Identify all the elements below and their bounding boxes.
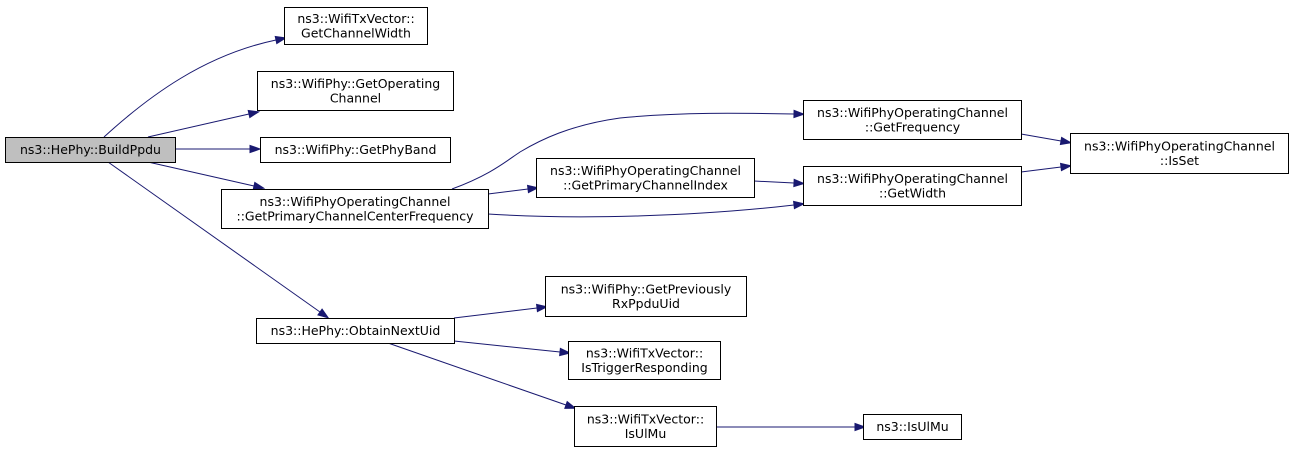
node-label-line: RxPpduUid <box>612 296 680 311</box>
node-box <box>545 276 747 317</box>
node-label-line: ::GetWidth <box>879 185 946 200</box>
node-box <box>5 137 176 163</box>
node-box <box>574 406 717 447</box>
node-label-line: ::IsSet <box>1160 153 1199 168</box>
arrowhead <box>1059 136 1073 146</box>
node-box <box>284 7 428 45</box>
node-label-line: ns3::WifiPhy::GetOperating <box>271 76 440 91</box>
node-label-line: ns3::WifiPhyOperatingChannel <box>550 163 741 178</box>
arrowhead <box>559 347 572 357</box>
node-get-primary-center-freq[interactable]: ns3::WifiPhyOperatingChannel::GetPrimary… <box>221 189 489 229</box>
edge-get_width-to-is_set <box>1020 162 1073 173</box>
edge-line <box>487 204 795 218</box>
node-label-line: IsTriggerResponding <box>581 360 707 375</box>
arrowhead <box>793 178 806 188</box>
arrowhead <box>854 422 867 432</box>
node-box <box>221 189 489 229</box>
edge-build_ppdu-to-get_operating_channel <box>147 109 261 138</box>
node-label-line: ::GetFrequency <box>865 119 961 134</box>
node-get-width[interactable]: ns3::WifiPhyOperatingChannel::GetWidth <box>803 166 1022 206</box>
node-label-line: ns3::WifiTxVector:: <box>586 345 703 360</box>
edges-layer <box>103 35 1073 432</box>
edge-line <box>103 39 277 138</box>
node-label-line: ns3::WifiTxVector:: <box>297 11 414 26</box>
node-get-channel-width[interactable]: ns3::WifiTxVector::GetChannelWidth <box>284 7 428 45</box>
edge-line <box>1020 166 1062 173</box>
node-is-trigger-responding[interactable]: ns3::WifiTxVector::IsTriggerResponding <box>568 341 721 380</box>
node-label-line: ::GetPrimaryChannelCenterFrequency <box>237 208 475 223</box>
arrowhead <box>247 109 261 119</box>
edge-obtain_next_uid-to-is_trigger_responding <box>453 340 572 357</box>
edge-obtain_next_uid-to-is_ul_mu_vector <box>387 342 577 409</box>
node-box <box>803 100 1022 140</box>
edge-build_ppdu-to-obtain_next_uid <box>107 161 330 319</box>
node-label-line: ns3::WifiPhy::GetPreviously <box>561 281 732 296</box>
node-label-line: ns3::WifiPhyOperatingChannel <box>817 105 1008 120</box>
node-label-line: ns3::WifiTxVector:: <box>587 411 704 426</box>
node-get-primary-channel-index[interactable]: ns3::WifiPhyOperatingChannel::GetPrimary… <box>536 158 755 198</box>
edge-get_primary_center_freq-to-get_primary_channel_index <box>487 184 540 195</box>
node-label-line: ns3::WifiPhy::GetPhyBand <box>275 142 437 157</box>
arrowhead <box>317 308 330 319</box>
node-is-set[interactable]: ns3::WifiPhyOperatingChannel::IsSet <box>1070 133 1289 174</box>
node-label-line: GetChannelWidth <box>301 25 411 40</box>
edge-line <box>147 161 255 187</box>
node-box <box>536 158 755 198</box>
node-label-line: ::GetPrimaryChannelIndex <box>563 177 728 192</box>
edge-is_ul_mu_vector-to-is_ul_mu <box>716 422 867 432</box>
arrowhead <box>274 35 288 45</box>
node-label-line: Channel <box>330 90 381 105</box>
node-obtain-next-uid[interactable]: ns3::HePhy::ObtainNextUid <box>256 318 455 344</box>
node-label-line: ns3::WifiPhyOperatingChannel <box>1084 138 1275 153</box>
node-box <box>803 166 1022 206</box>
node-label-line: ns3::HePhy::ObtainNextUid <box>271 323 441 338</box>
arrowhead <box>1059 162 1073 172</box>
node-get-phy-band[interactable]: ns3::WifiPhy::GetPhyBand <box>260 137 451 163</box>
edge-get_primary_channel_index-to-get_width <box>753 178 806 188</box>
node-label-line: ns3::WifiPhyOperatingChannel <box>260 194 451 209</box>
arrowhead <box>564 400 577 409</box>
edge-line <box>107 161 321 313</box>
edge-line <box>451 112 795 190</box>
edge-line <box>753 180 795 184</box>
node-label-line: IsUlMu <box>625 426 667 441</box>
edge-get_frequency-to-is_set <box>1020 133 1073 146</box>
edge-line <box>487 188 529 195</box>
node-box <box>1070 133 1289 174</box>
node-get-frequency[interactable]: ns3::WifiPhyOperatingChannel::GetFrequen… <box>803 100 1022 140</box>
edge-build_ppdu-to-get_primary_center_freq <box>147 161 266 191</box>
node-box <box>863 414 962 440</box>
edge-line <box>1020 133 1062 142</box>
arrowhead <box>252 181 266 191</box>
edge-build_ppdu-to-get_channel_width <box>103 35 288 138</box>
edge-line <box>453 340 561 353</box>
node-label-line: ns3::IsUlMu <box>876 419 948 434</box>
node-box <box>568 341 721 380</box>
node-box <box>256 318 455 344</box>
edge-obtain_next_uid-to-get_previously_rx_ppdu_uid <box>453 303 549 319</box>
node-label-line: ns3::HePhy::BuildPpdu <box>20 142 161 157</box>
edge-get_primary_center_freq-to-get_width <box>487 200 806 218</box>
nodes-layer: ns3::HePhy::BuildPpduns3::WifiTxVector::… <box>5 7 1289 447</box>
arrowhead <box>793 109 806 119</box>
arrowhead <box>526 184 540 194</box>
node-box <box>260 137 451 163</box>
node-box <box>257 71 454 111</box>
edge-line <box>387 342 567 406</box>
arrowhead <box>535 303 549 313</box>
node-build-ppdu[interactable]: ns3::HePhy::BuildPpdu <box>5 137 176 163</box>
node-is-ul-mu[interactable]: ns3::IsUlMu <box>863 414 962 440</box>
edge-build_ppdu-to-get_phy_band <box>175 144 262 154</box>
edge-get_primary_center_freq-to-get_frequency <box>451 109 806 190</box>
edge-line <box>147 113 250 138</box>
arrowhead <box>793 200 806 210</box>
arrowhead <box>249 144 262 154</box>
node-label-line: ns3::WifiPhyOperatingChannel <box>817 171 1008 186</box>
node-is-ul-mu-vector[interactable]: ns3::WifiTxVector::IsUlMu <box>574 406 717 447</box>
edge-line <box>453 307 538 319</box>
